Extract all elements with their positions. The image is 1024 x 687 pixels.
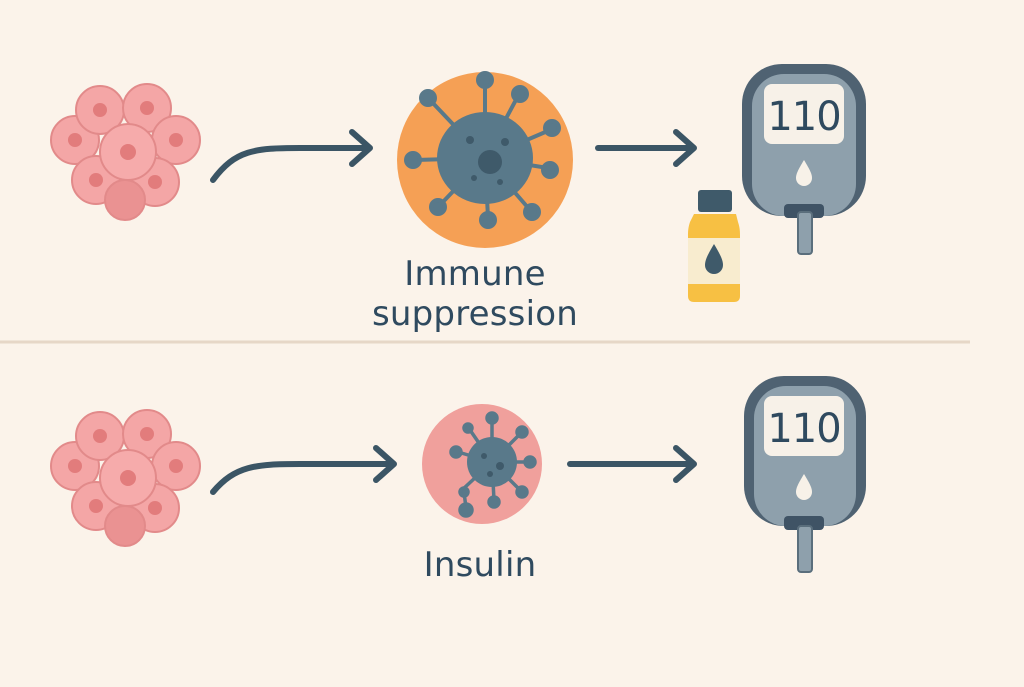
arrow-head-row2-b <box>673 445 697 483</box>
arrow-icon-row2-a <box>210 461 395 495</box>
cell-cluster-icon-row1 <box>50 83 201 221</box>
immune-suppression-label: Immune suppression <box>355 254 595 334</box>
arrow-head-row1-b <box>673 129 697 167</box>
label-line-2: suppression <box>371 294 578 334</box>
insulin-label: Insulin <box>423 545 537 585</box>
glucose-meter-icon-row2: 110 <box>744 376 866 573</box>
virus-icon-row2 <box>449 411 537 518</box>
meter-reading-row2: 110 <box>767 406 840 452</box>
arrow-icon-row1-a <box>210 145 371 183</box>
meter-reading-row1: 110 <box>767 94 840 140</box>
cell-cluster-icon-row2 <box>50 409 201 547</box>
label-line-1: Immune <box>404 254 546 294</box>
virus-icon-row1 <box>404 71 561 229</box>
glucose-meter-icon-row1: 110 <box>742 64 866 255</box>
arrow-head-row2-a <box>373 445 397 483</box>
medicine-bottle-icon <box>688 190 740 302</box>
arrow-head-row1-a <box>349 129 373 167</box>
